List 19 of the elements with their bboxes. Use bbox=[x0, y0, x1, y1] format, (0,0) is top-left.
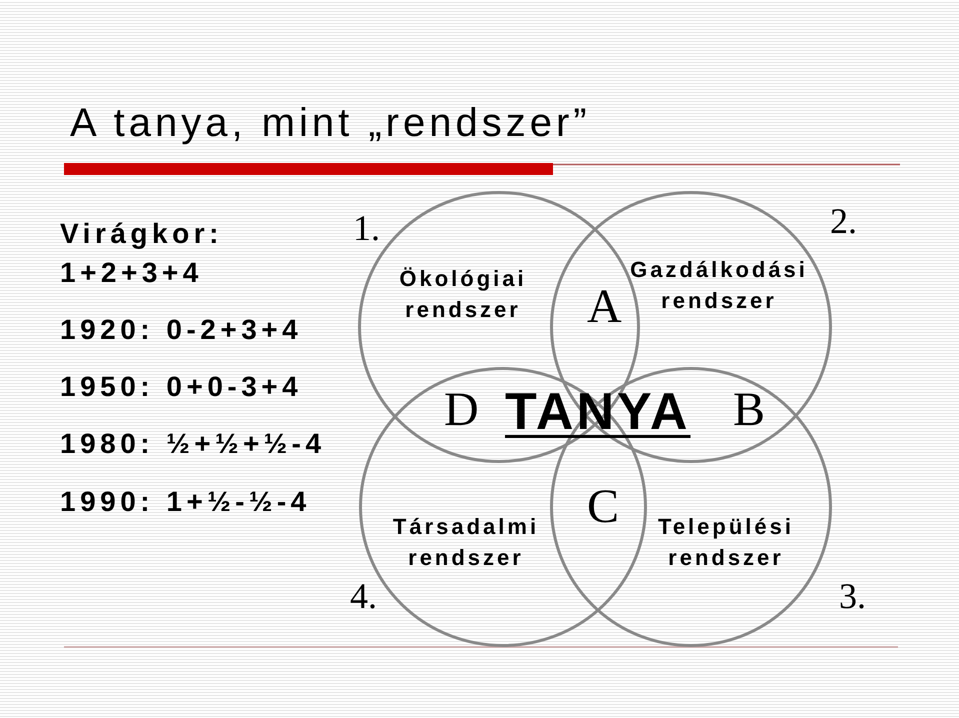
period-formula: 1950: 0+0-3+4 bbox=[60, 370, 302, 404]
period-formula: 1920: 0-2+3+4 bbox=[60, 313, 302, 347]
circle-label: Társadalmi rendszer bbox=[392, 513, 540, 572]
period-formula: 1980: ½+½+½-4 bbox=[60, 427, 326, 461]
circle-number: 1. bbox=[353, 208, 380, 248]
center-title: TANYA bbox=[505, 382, 690, 442]
circle-number: 3. bbox=[839, 576, 866, 616]
period-formula: 1990: 1+½-½-4 bbox=[60, 485, 311, 519]
slide-title: A tanya, mint „rendszer” bbox=[70, 100, 591, 147]
circle-label: Gazdálkodási rendszer bbox=[630, 256, 808, 315]
circle-number: 2. bbox=[830, 201, 857, 241]
circle-label: Települési rendszer bbox=[658, 513, 794, 572]
intersection-letter: C bbox=[587, 481, 620, 533]
circle-number: 4. bbox=[350, 576, 377, 616]
intersection-letter: D bbox=[444, 384, 479, 436]
period-formula: Virágkor: 1+2+3+4 bbox=[60, 217, 223, 290]
intersection-letter: A bbox=[587, 281, 622, 333]
intersection-letter: B bbox=[733, 384, 766, 436]
circle-label: Ökológiai rendszer bbox=[399, 265, 527, 324]
